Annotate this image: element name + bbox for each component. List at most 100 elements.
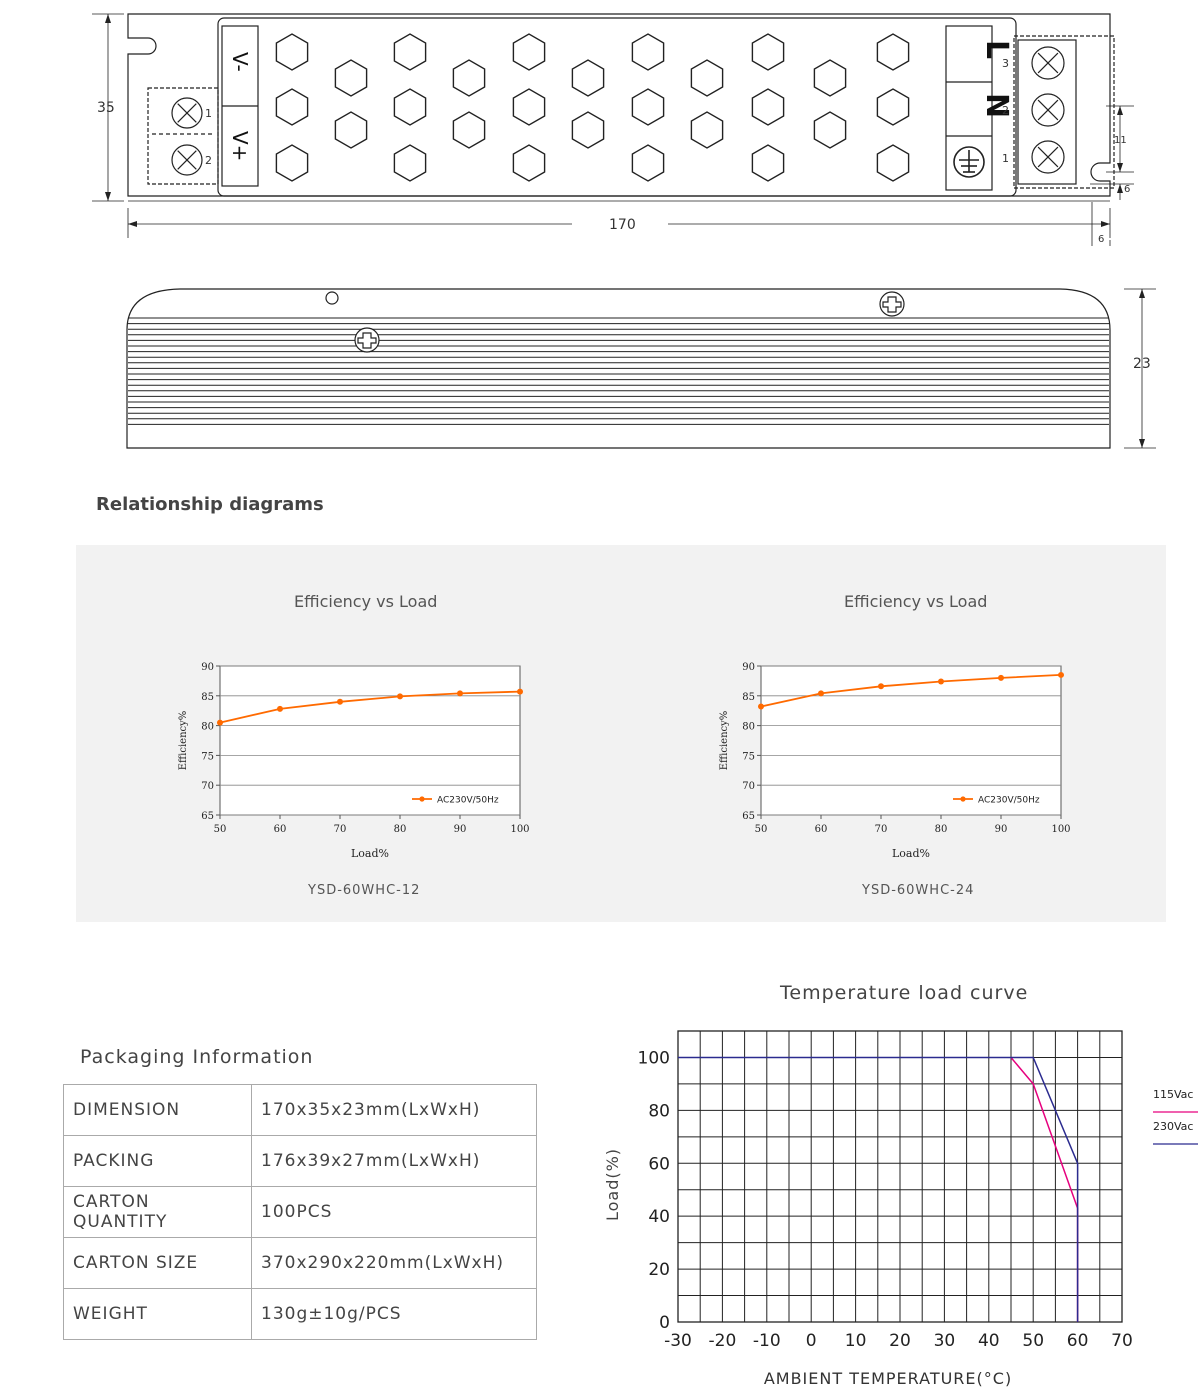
data-point bbox=[758, 703, 764, 710]
data-point bbox=[457, 690, 463, 697]
x-tick-label: 70 bbox=[334, 824, 347, 835]
dimension-arrow bbox=[1117, 106, 1123, 115]
x-tick-label: -20 bbox=[709, 1331, 737, 1351]
dim-hole-label: 11 bbox=[1114, 135, 1127, 146]
vent-hole bbox=[751, 88, 785, 126]
pin-label: 1 bbox=[1002, 152, 1009, 165]
legend-label: 230Vac bbox=[1153, 1120, 1193, 1133]
ground-icon bbox=[953, 146, 985, 178]
dim-height-label: 23 bbox=[1133, 356, 1151, 372]
x-tick-label: 60 bbox=[815, 824, 828, 835]
pin-label: 2 bbox=[205, 154, 212, 167]
vent-hole bbox=[813, 59, 847, 97]
side-screw-icon bbox=[354, 327, 380, 353]
series-line bbox=[678, 1056, 1079, 1322]
x-tick-label: 80 bbox=[394, 824, 407, 835]
vent-hole bbox=[452, 59, 486, 97]
table-cell-label: WEIGHT bbox=[63, 1288, 252, 1340]
y-tick-label: 90 bbox=[201, 662, 214, 673]
plot-area bbox=[219, 665, 521, 816]
data-point bbox=[337, 698, 343, 705]
vent-hole bbox=[876, 144, 910, 182]
chart-title: Efficiency vs Load bbox=[844, 592, 988, 611]
screw-icon bbox=[1031, 46, 1065, 80]
vent-hole bbox=[690, 111, 724, 149]
packaging-table: DIMENSION 170x35x23mm(LxWxH) PACKING 176… bbox=[63, 1084, 537, 1340]
vent-hole bbox=[571, 59, 605, 97]
table-cell-label: DIMENSION bbox=[63, 1084, 252, 1136]
terminal-vminus-label: V- bbox=[228, 52, 252, 72]
pin-label: 3 bbox=[1002, 57, 1009, 70]
vent-hole bbox=[631, 88, 665, 126]
x-tick-label: -10 bbox=[753, 1331, 781, 1351]
x-tick-label: 20 bbox=[889, 1331, 911, 1351]
x-tick-label: 0 bbox=[806, 1331, 817, 1351]
data-point bbox=[878, 683, 884, 690]
y-tick-label: 100 bbox=[638, 1048, 670, 1068]
y-tick-label: 80 bbox=[648, 1101, 670, 1121]
pin-label: 1 bbox=[205, 107, 212, 120]
temperature-chart-title: Temperature load curve bbox=[780, 982, 1029, 1004]
y-tick-label: 20 bbox=[648, 1260, 670, 1280]
dim-width-label: 35 bbox=[97, 100, 115, 116]
vent-hole bbox=[275, 33, 309, 71]
dimension-drawing: 35 170 23 11 6 6 V- V+ L N 1 2 3 2 1 bbox=[92, 13, 1156, 449]
y-tick-label: 0 bbox=[659, 1313, 670, 1333]
vent-hole bbox=[512, 33, 546, 71]
x-axis-label: Load% bbox=[892, 847, 930, 860]
vent-hole bbox=[813, 111, 847, 149]
terminal-l-label: L bbox=[979, 40, 1014, 59]
vent-hole bbox=[334, 59, 368, 97]
table-row: DIMENSION 170x35x23mm(LxWxH) bbox=[63, 1084, 537, 1136]
pin-label: 2 bbox=[1002, 104, 1009, 117]
table-cell-label: CARTON SIZE bbox=[63, 1237, 252, 1289]
vent-hole bbox=[631, 144, 665, 182]
table-cell-label: PACKING bbox=[63, 1135, 252, 1187]
dimension-arrow bbox=[1117, 184, 1123, 193]
x-tick-label: 90 bbox=[454, 824, 467, 835]
data-point bbox=[397, 693, 403, 700]
y-axis-label: Efficiency% bbox=[719, 711, 730, 771]
vent-hole bbox=[571, 111, 605, 149]
y-tick-label: 65 bbox=[742, 811, 755, 822]
x-tick-label: 80 bbox=[935, 824, 948, 835]
legend-label: 115Vac bbox=[1153, 1088, 1193, 1101]
x-tick-label: 100 bbox=[510, 824, 529, 835]
y-tick-label: 75 bbox=[742, 751, 755, 762]
screw-icon bbox=[1031, 140, 1065, 174]
plot-area bbox=[760, 665, 1062, 816]
vent-hole bbox=[512, 88, 546, 126]
side-screw-icon bbox=[879, 291, 905, 317]
chart-title: Efficiency vs Load bbox=[294, 592, 438, 611]
dimension-arrow bbox=[1101, 221, 1110, 227]
screw-icon bbox=[171, 144, 203, 176]
table-cell-value: 176x39x27mm(LxWxH) bbox=[251, 1135, 537, 1187]
x-tick-label: 60 bbox=[1067, 1331, 1089, 1351]
screw-icon bbox=[1031, 93, 1065, 127]
vent-hole bbox=[631, 33, 665, 71]
terminal-screws bbox=[171, 46, 1065, 176]
vent-hole bbox=[275, 88, 309, 126]
y-tick-label: 40 bbox=[648, 1207, 670, 1227]
vent-hole bbox=[751, 144, 785, 182]
vent-hole bbox=[512, 144, 546, 182]
data-point bbox=[938, 678, 944, 685]
dimension-arrow bbox=[1139, 289, 1145, 298]
y-tick-label: 60 bbox=[648, 1154, 670, 1174]
table-cell-value: 130g±10g/PCS bbox=[251, 1288, 537, 1340]
x-tick-label: 60 bbox=[274, 824, 287, 835]
table-cell-value: 100PCS bbox=[251, 1186, 537, 1238]
screw-icon bbox=[171, 97, 203, 129]
mounting-hole bbox=[325, 291, 339, 305]
chart-caption: YSD-60WHC-12 bbox=[308, 883, 421, 898]
x-tick-label: 30 bbox=[934, 1331, 956, 1351]
section-title: Relationship diagrams bbox=[96, 494, 324, 515]
x-tick-label: 70 bbox=[875, 824, 888, 835]
vent-hole bbox=[275, 144, 309, 182]
table-cell-label: CARTON QUANTITY bbox=[63, 1186, 252, 1238]
vent-hole bbox=[751, 33, 785, 71]
dimension-arrow bbox=[128, 221, 137, 227]
y-tick-label: 85 bbox=[742, 692, 755, 703]
cooling-fins bbox=[128, 317, 1109, 425]
